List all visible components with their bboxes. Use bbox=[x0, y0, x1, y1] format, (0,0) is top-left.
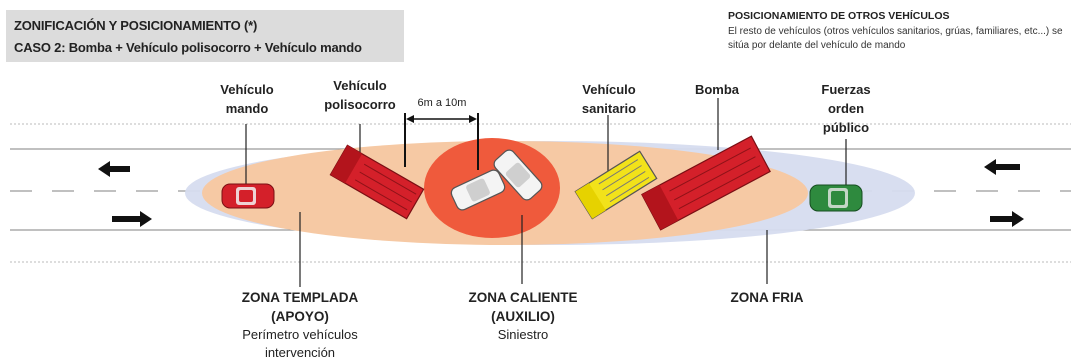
zona-caliente-subtitle: (AUXILIO) bbox=[491, 309, 555, 324]
other-vehicles-title: POSICIONAMIENTO DE OTROS VEHÍCULOS bbox=[728, 10, 950, 22]
zona-caliente-desc: Siniestro bbox=[497, 327, 549, 342]
pointer-lines bbox=[245, 98, 847, 287]
arrow-right-icon bbox=[112, 211, 152, 227]
arrow-left-icon bbox=[98, 161, 130, 177]
ambulance-icon bbox=[574, 150, 658, 220]
truck-icon bbox=[641, 135, 771, 231]
label-vehiculo-sanitario: Vehículo sanitario bbox=[581, 82, 637, 116]
car-icon bbox=[221, 183, 275, 209]
title-line-1: ZONIFICACIÓN Y POSICIONAMIENTO (*) bbox=[14, 18, 258, 33]
car-icon bbox=[450, 169, 506, 211]
zona-caliente-title: ZONA CALIENTE bbox=[468, 290, 578, 305]
other-vehicles-text: El resto de vehículos (otros vehículos s… bbox=[728, 26, 1063, 51]
title-box bbox=[6, 10, 404, 62]
arrow-left-icon bbox=[984, 159, 1020, 175]
car-icon bbox=[493, 149, 543, 201]
zona-templada-subtitle: (APOYO) bbox=[271, 309, 329, 324]
label-vehiculo-polisocorro: Vehículo polisocorro bbox=[324, 78, 396, 112]
label-fuerzas-orden-publico: Fuerzas orden público bbox=[821, 82, 871, 135]
zona-fria-title: ZONA FRIA bbox=[730, 290, 804, 305]
label-bomba: Bomba bbox=[694, 82, 740, 97]
label-vehiculo-mando: Vehículo mando bbox=[220, 82, 274, 116]
zona-templada-title: ZONA TEMPLADA bbox=[241, 290, 359, 305]
truck-icon bbox=[329, 144, 425, 220]
distance-label: 6m a 10m bbox=[417, 97, 467, 109]
title-line-2: CASO 2: Bomba + Vehículo polisocorro + V… bbox=[14, 40, 362, 55]
car-icon bbox=[809, 184, 863, 212]
distance-marker bbox=[404, 113, 479, 170]
zona-templada-desc: Perímetro vehículos intervención bbox=[242, 327, 358, 360]
arrow-right-icon bbox=[990, 211, 1024, 227]
